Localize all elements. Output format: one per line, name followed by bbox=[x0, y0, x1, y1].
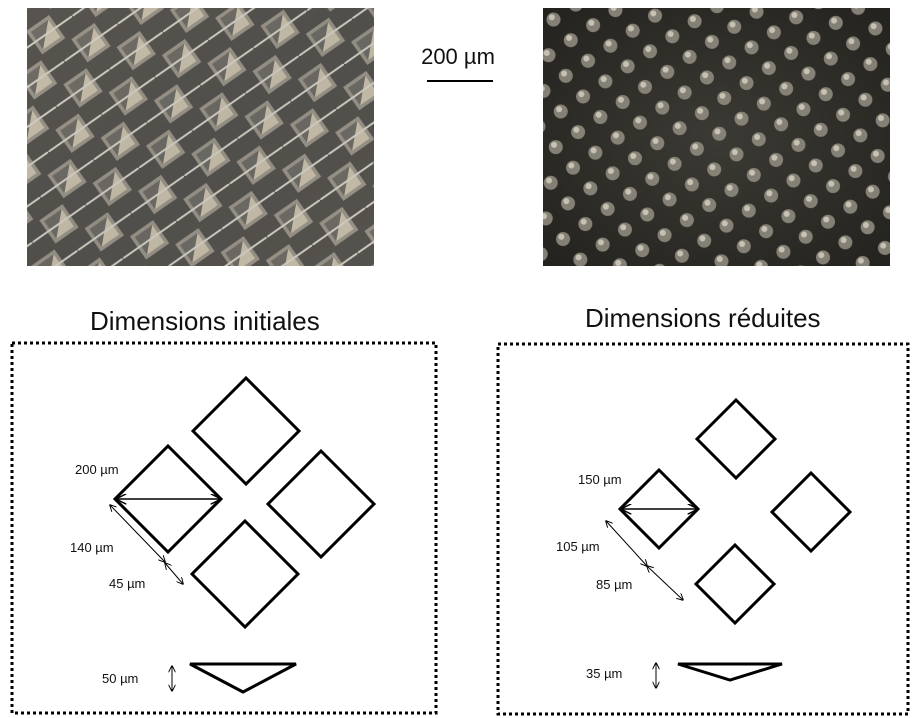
label-width-reduced: 150 µm bbox=[578, 472, 622, 487]
label-depth-initial: 50 µm bbox=[102, 671, 138, 686]
diamond-right bbox=[265, 448, 377, 560]
label-pitch-reduced: 105 µm bbox=[556, 539, 600, 554]
gap-arrow-reduced bbox=[647, 566, 683, 600]
scale-bar-line bbox=[427, 80, 493, 82]
micrograph-initial bbox=[27, 8, 374, 266]
diamond-bottom bbox=[693, 542, 777, 626]
label-width-initial: 200 µm bbox=[75, 462, 119, 477]
pitch-arrow-reduced bbox=[606, 521, 647, 566]
micrograph-reduced bbox=[543, 8, 890, 266]
diamond-top bbox=[694, 397, 778, 481]
diamond-group-initial bbox=[112, 375, 377, 694]
scale-bar-label: 200 µm bbox=[421, 44, 495, 69]
diamond-group-reduced bbox=[617, 397, 853, 682]
diamond-right bbox=[769, 470, 853, 554]
panel-frame-initial bbox=[10, 341, 438, 715]
groove-profile-initial bbox=[189, 662, 297, 694]
pitch-arrow-initial bbox=[110, 505, 165, 562]
diamond-left bbox=[617, 467, 701, 551]
label-depth-reduced: 35 µm bbox=[586, 666, 622, 681]
groove-profile-reduced bbox=[677, 662, 783, 682]
diamond-left bbox=[112, 443, 224, 555]
gap-arrow-initial bbox=[165, 563, 183, 584]
diamond-top bbox=[190, 375, 302, 487]
panel-title-reduced: Dimensions réduites bbox=[585, 303, 821, 333]
label-gap-reduced: 85 µm bbox=[596, 577, 632, 592]
panel-frame-reduced bbox=[496, 342, 910, 716]
label-gap-initial: 45 µm bbox=[109, 576, 145, 591]
panel-title-initial: Dimensions initiales bbox=[90, 306, 320, 336]
diamond-bottom bbox=[189, 518, 301, 630]
label-pitch-initial: 140 µm bbox=[70, 540, 114, 555]
